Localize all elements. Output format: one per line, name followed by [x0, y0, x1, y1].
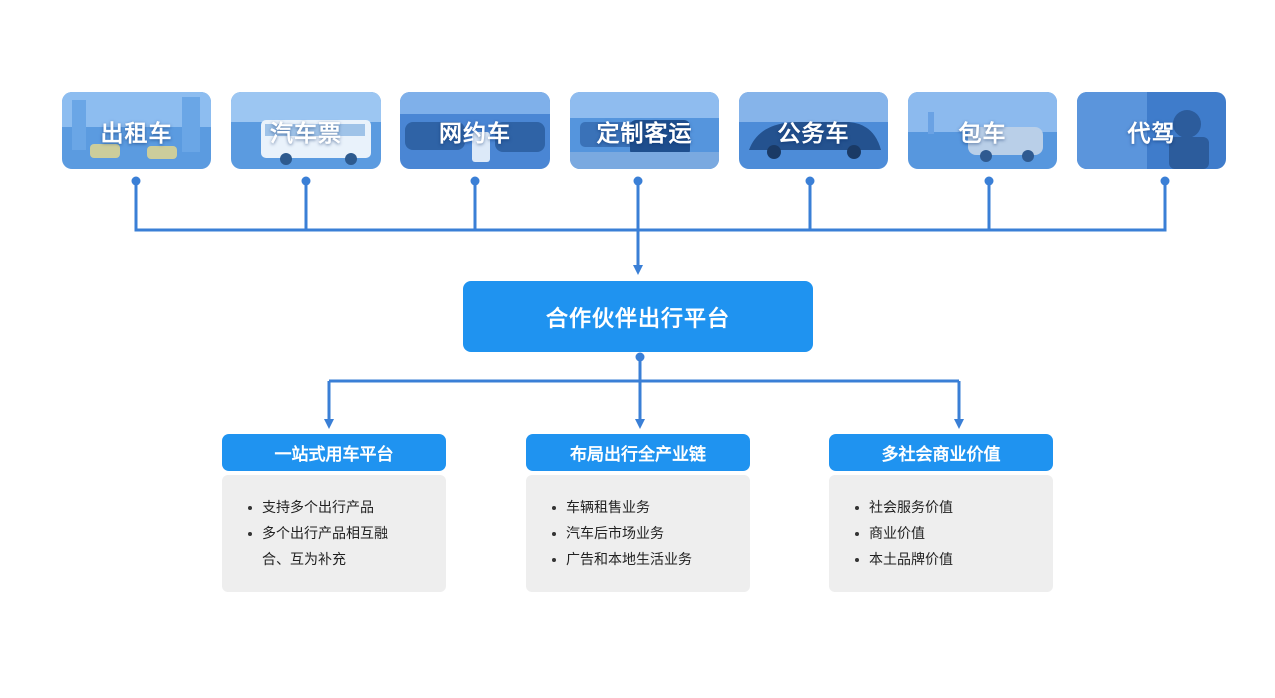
service-tile-designated-driver[interactable]: 代驾 — [1077, 92, 1226, 169]
branch-title: 布局出行全产业链 — [570, 445, 706, 465]
list-item: 商业价值 — [855, 521, 1029, 547]
list-item: 汽车后市场业务 — [552, 521, 726, 547]
branch-item-list: 社会服务价值 商业价值 本土品牌价值 — [855, 495, 1053, 573]
charter-photo — [908, 92, 1057, 169]
custom-transit-photo — [570, 92, 719, 169]
branch-item-list: 车辆租售业务 汽车后市场业务 广告和本地生活业务 — [552, 495, 750, 573]
branch-title-box: 一站式用车平台 — [222, 434, 446, 471]
platform-label: 合作伙伴出行平台 — [545, 306, 730, 332]
service-label: 包车 — [958, 120, 1007, 147]
service-label: 公务车 — [777, 120, 850, 147]
service-label: 汽车票 — [270, 120, 342, 147]
ride-hailing-photo — [400, 92, 550, 169]
list-item: 社会服务价值 — [855, 495, 1029, 521]
service-tile-charter[interactable]: 包车 — [908, 92, 1057, 169]
service-label: 网约车 — [439, 120, 511, 147]
branch-detail-panel: 社会服务价值 商业价值 本土品牌价值 — [829, 475, 1053, 592]
branch-title: 多社会商业价值 — [881, 445, 1001, 465]
service-tile-ride-hailing[interactable]: 网约车 — [400, 92, 550, 169]
list-item: 本土品牌价值 — [855, 547, 1029, 573]
branch-item-list: 支持多个出行产品 多个出行产品相互融合、互为补充 — [248, 495, 446, 573]
service-tile-custom-transit[interactable]: 定制客运 — [570, 92, 719, 169]
designated-driver-photo — [1077, 92, 1226, 169]
taxi-photo — [62, 92, 211, 169]
list-item: 广告和本地生活业务 — [552, 547, 726, 573]
official-car-photo — [739, 92, 888, 169]
list-item: 多个出行产品相互融合、互为补充 — [248, 521, 412, 573]
branch-detail-panel: 支持多个出行产品 多个出行产品相互融合、互为补充 — [222, 475, 446, 592]
branch-title: 一站式用车平台 — [274, 445, 394, 465]
service-label: 定制客运 — [596, 120, 693, 147]
list-item: 车辆租售业务 — [552, 495, 726, 521]
service-label: 出租车 — [100, 120, 173, 147]
platform-box: 合作伙伴出行平台 — [463, 281, 813, 352]
list-item: 支持多个出行产品 — [248, 495, 422, 521]
branch-title-box: 多社会商业价值 — [829, 434, 1053, 471]
service-tile-coach-ticket[interactable]: 汽车票 — [231, 92, 381, 169]
branch-title-box: 布局出行全产业链 — [526, 434, 750, 471]
service-label: 代驾 — [1127, 120, 1176, 147]
branch-detail-panel: 车辆租售业务 汽车后市场业务 广告和本地生活业务 — [526, 475, 750, 592]
service-tile-official-car[interactable]: 公务车 — [739, 92, 888, 169]
coach-photo — [231, 92, 381, 169]
service-tile-taxi[interactable]: 出租车 — [62, 92, 211, 169]
